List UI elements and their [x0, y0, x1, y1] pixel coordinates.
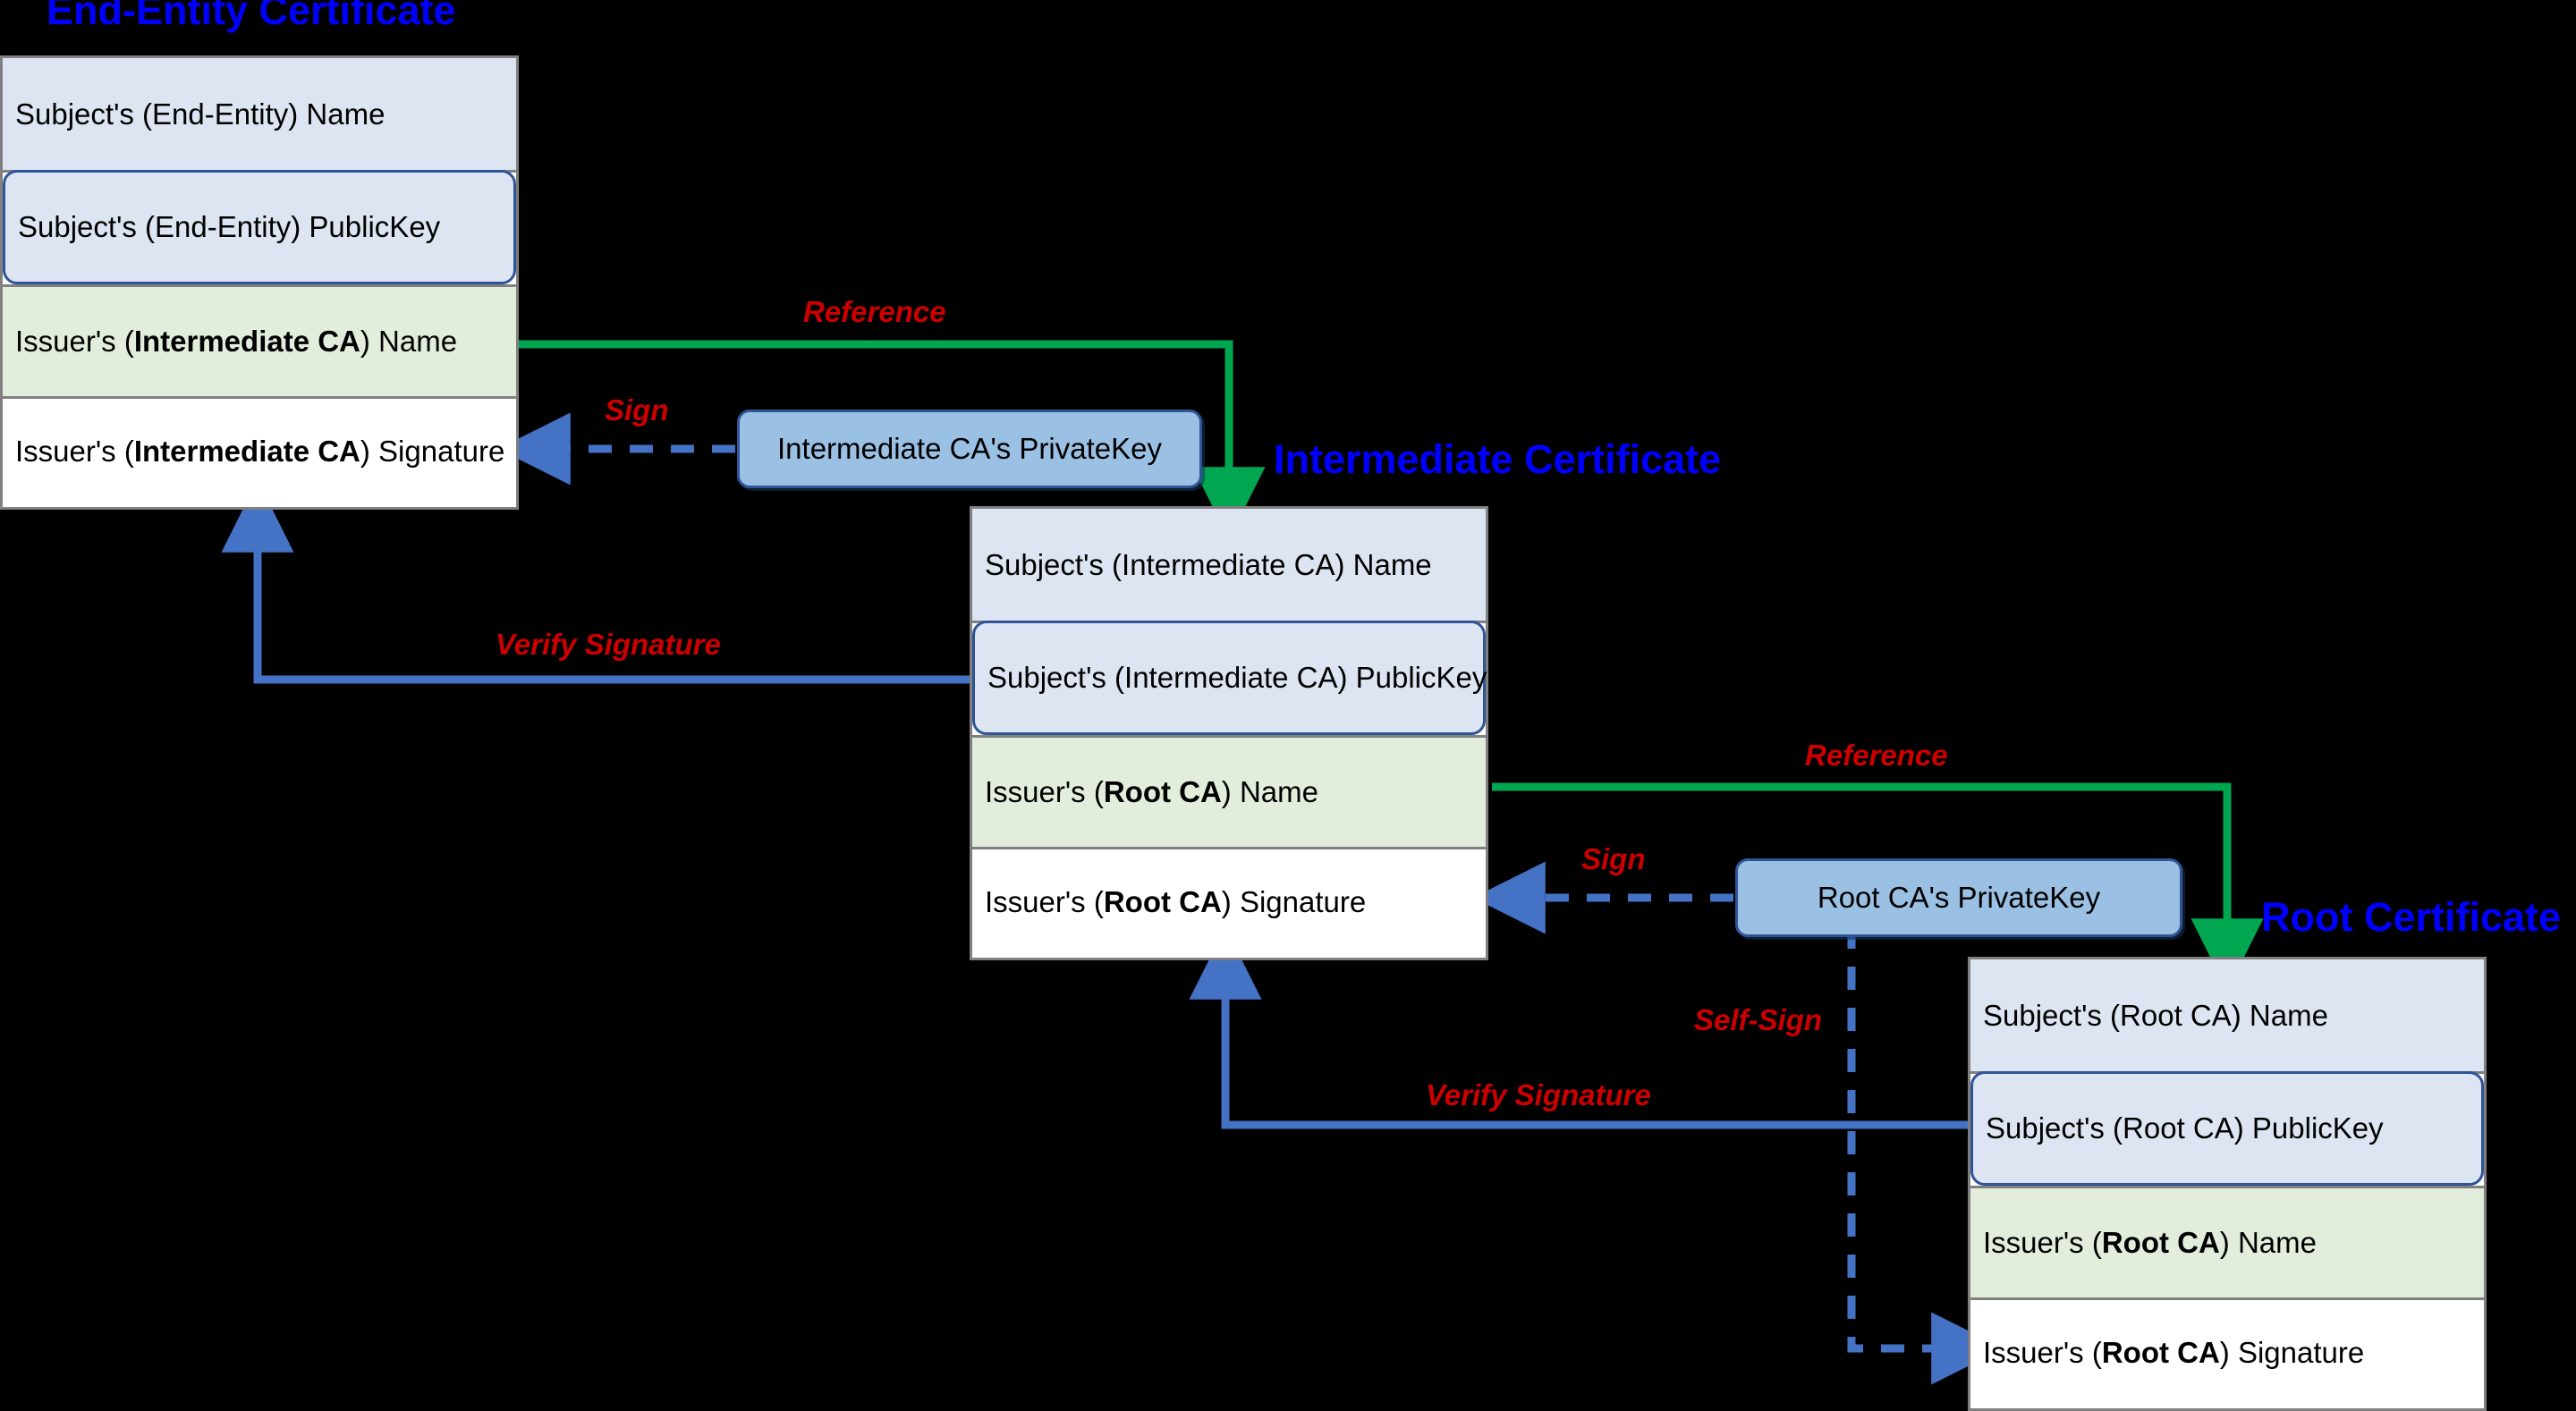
- row-label: Issuer's (Root CA) Signature: [985, 885, 1367, 918]
- row-label: Subject's (Root CA) Name: [1983, 998, 2328, 1032]
- row-label: Issuer's (Intermediate CA) Signature: [15, 435, 505, 468]
- privatekey-label: Root CA's PrivateKey: [1817, 881, 2101, 914]
- intermediate-certificate-title: Intermediate Certificate: [1274, 436, 1722, 482]
- end-entity-issuer-signature-row[interactable]: Issuer's (Intermediate CA) Signature: [3, 399, 516, 504]
- end-entity-certificate-title: End-Entity Certificate: [47, 0, 456, 33]
- end-entity-subject-name-row[interactable]: Subject's (End-Entity) Name: [3, 58, 516, 173]
- privatekey-label: Intermediate CA's PrivateKey: [777, 432, 1162, 465]
- sign-label-bottom: Sign: [1581, 842, 1646, 875]
- intermediate-subject-publickey-row[interactable]: Subject's (Intermediate CA) PublicKey: [972, 621, 1487, 735]
- row-label: Subject's (End-Entity) PublicKey: [18, 210, 441, 243]
- root-subject-publickey-row[interactable]: Subject's (Root CA) PublicKey: [1970, 1071, 2484, 1186]
- root-issuer-name-row[interactable]: Issuer's (Root CA) Name: [1970, 1186, 2484, 1300]
- row-label: Issuer's (Intermediate CA) Name: [15, 325, 458, 358]
- reference-label-bottom: Reference: [1805, 739, 1948, 772]
- root-subject-name-row[interactable]: Subject's (Root CA) Name: [1970, 959, 2484, 1074]
- self-sign-arrow: [1847, 925, 2004, 1385]
- row-label: Issuer's (Root CA) Name: [985, 775, 1318, 808]
- self-sign-label: Self-Sign: [1694, 1003, 1823, 1036]
- end-entity-subject-publickey-row[interactable]: Subject's (End-Entity) PublicKey: [3, 170, 516, 284]
- end-entity-certificate[interactable]: Subject's (End-Entity) Name Subject's (E…: [0, 55, 519, 510]
- intermediate-ca-privatekey-box[interactable]: Intermediate CA's PrivateKey: [737, 410, 1202, 488]
- row-label: Subject's (Intermediate CA) Name: [985, 547, 1432, 581]
- end-entity-issuer-name-row[interactable]: Issuer's (Intermediate CA) Name: [3, 284, 516, 399]
- row-label: Subject's (Root CA) PublicKey: [1986, 1111, 2384, 1145]
- root-certificate-title: Root Certificate: [2261, 894, 2562, 940]
- root-certificate[interactable]: Subject's (Root CA) Name Subject's (Root…: [1968, 957, 2487, 1411]
- row-label: Issuer's (Root CA) Signature: [1983, 1336, 2365, 1369]
- intermediate-issuer-name-row[interactable]: Issuer's (Root CA) Name: [972, 735, 1486, 849]
- row-label: Subject's (End-Entity) Name: [15, 97, 386, 131]
- intermediate-subject-name-row[interactable]: Subject's (Intermediate CA) Name: [972, 509, 1486, 623]
- verify-signature-label-top: Verify Signature: [496, 628, 721, 661]
- root-issuer-signature-row[interactable]: Issuer's (Root CA) Signature: [1970, 1300, 2484, 1406]
- verify-signature-label-bottom: Verify Signature: [1426, 1078, 1651, 1111]
- reference-label-top: Reference: [803, 295, 946, 328]
- root-ca-privatekey-box[interactable]: Root CA's PrivateKey: [1735, 858, 2182, 937]
- row-label: Subject's (Intermediate CA) PublicKey: [987, 661, 1487, 694]
- intermediate-certificate[interactable]: Subject's (Intermediate CA) Name Subject…: [970, 506, 1488, 960]
- intermediate-issuer-signature-row[interactable]: Issuer's (Root CA) Signature: [972, 849, 1486, 955]
- row-label: Issuer's (Root CA) Name: [1983, 1226, 2317, 1259]
- sign-label-top: Sign: [605, 393, 669, 427]
